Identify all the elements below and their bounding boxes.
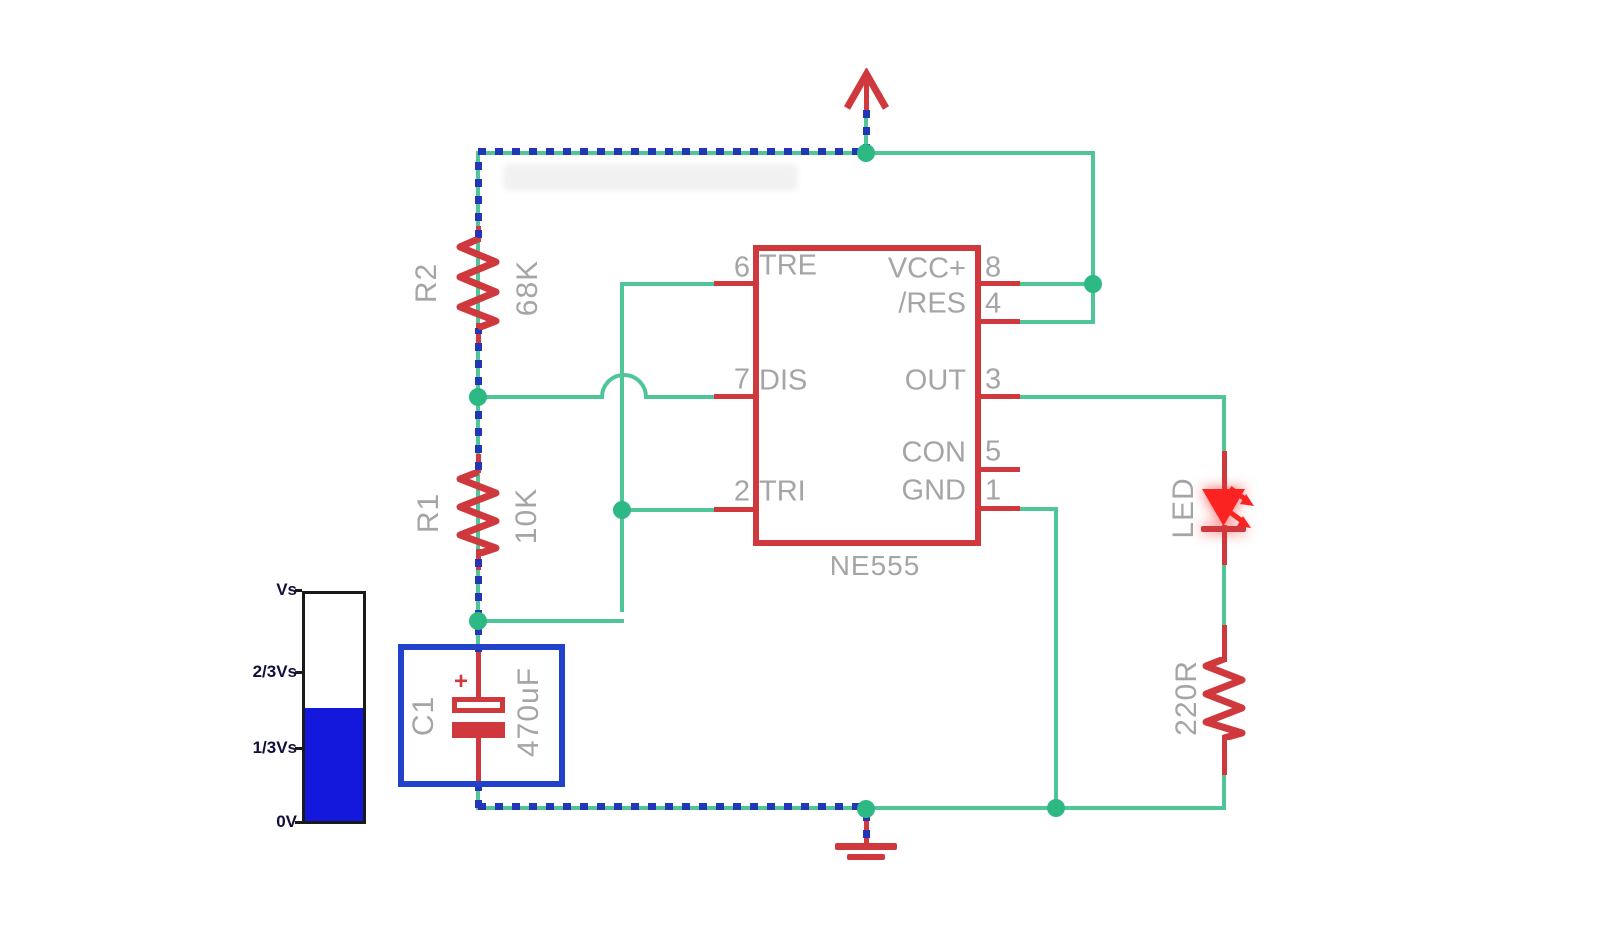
wire-bottom-rail-right[interactable] <box>866 806 1226 810</box>
pin-num-8: 8 <box>985 251 1002 284</box>
junction-dot-cap-node <box>469 612 487 630</box>
current-dashes-top-rail <box>478 148 866 155</box>
pin6-stub <box>714 281 755 286</box>
c1-plate-negative[interactable] <box>452 722 505 738</box>
pin-num-1: 1 <box>985 474 1002 507</box>
r1-ref-label: R1 <box>412 492 445 534</box>
junction-dot-vcc-res <box>1084 275 1102 293</box>
junction-dot-gnd-rail <box>1047 799 1065 817</box>
r2-ref-label: R2 <box>410 262 443 304</box>
resistor-r2-zigzag[interactable] <box>453 237 503 330</box>
pin2-stub <box>714 507 755 512</box>
wire-tri-pin2[interactable] <box>620 508 718 512</box>
led-label: LED <box>1167 477 1200 539</box>
c1-lead-bottom <box>476 735 481 782</box>
wire-cap-node[interactable] <box>476 619 624 623</box>
meter-tick-two-thirds <box>295 671 302 674</box>
power-arrow-icon[interactable] <box>843 68 890 112</box>
led-lead-top <box>1222 451 1227 491</box>
wire-led-top[interactable] <box>1222 395 1226 455</box>
pin5-stub <box>979 467 1020 472</box>
pin-num-2: 2 <box>733 475 750 508</box>
junction-dot-tri-node <box>613 501 631 519</box>
pin1-stub <box>979 506 1020 511</box>
junction-dot-dis-node <box>469 388 487 406</box>
current-dashes-c1-bottom <box>475 784 482 808</box>
pin-name-dis: DIS <box>759 364 808 397</box>
current-dashes-power <box>863 108 870 152</box>
pin-name-vcc: VCC+ <box>887 252 966 285</box>
c1-value-label: 470uF <box>512 666 545 758</box>
resistor-220r-zigzag[interactable] <box>1199 657 1249 740</box>
ic-ne555-body[interactable] <box>753 245 981 546</box>
pin4-stub <box>979 319 1020 324</box>
pin8-stub <box>979 281 1020 286</box>
rled-lead-top <box>1222 625 1227 662</box>
current-dashes-r1-c1 <box>475 556 482 652</box>
current-dashes-ground <box>863 808 870 838</box>
junction-dot-power <box>857 144 875 162</box>
pin-name-tri: TRI <box>759 475 806 508</box>
pin-name-res: /RES <box>898 287 966 320</box>
watermark-smudge <box>503 164 798 191</box>
wire-res-pin4[interactable] <box>1016 320 1093 324</box>
wire-hop-arc <box>600 373 648 398</box>
wire-vcc-pin8[interactable] <box>1016 282 1093 286</box>
led-light-rays-icon <box>1226 485 1254 528</box>
c1-ref-label: C1 <box>407 695 440 737</box>
wire-gnd-vertical[interactable] <box>1054 507 1058 810</box>
wire-top-rail-right[interactable] <box>866 151 1095 155</box>
wire-dis-left[interactable] <box>476 395 604 399</box>
ic-part-number: NE555 <box>829 550 921 581</box>
c1-selection-box[interactable] <box>398 644 565 787</box>
led-icon[interactable] <box>1200 486 1247 534</box>
meter-tick-vs <box>295 589 302 592</box>
c1-lead-top <box>476 652 481 699</box>
meter-label-0v: 0V <box>276 812 297 831</box>
c1-polarity-mark: + <box>453 668 469 695</box>
junction-dot-ground <box>857 800 875 818</box>
pin-num-4: 4 <box>985 287 1002 320</box>
meter-tick-one-third <box>295 747 302 750</box>
r2-value-label: 68K <box>511 259 544 317</box>
pin-name-con: CON <box>901 436 966 469</box>
pin-num-5: 5 <box>985 435 1002 468</box>
pin-name-out: OUT <box>904 364 966 397</box>
pin7-stub <box>714 394 755 399</box>
pin-name-tre: TRE <box>759 249 817 282</box>
meter-label-two-thirds: 2/3Vs <box>252 662 297 681</box>
pin-num-7: 7 <box>733 363 750 396</box>
pin-name-gnd: GND <box>901 474 966 507</box>
voltage-meter-bar <box>302 591 366 824</box>
rled-lead-bottom <box>1222 735 1227 775</box>
pin-num-6: 6 <box>733 251 750 284</box>
wire-out-pin3[interactable] <box>1016 395 1225 399</box>
wire-gnd-pin1[interactable] <box>1016 507 1058 511</box>
pin-num-3: 3 <box>985 363 1002 396</box>
wire-led-resistor[interactable] <box>1222 563 1226 627</box>
current-dashes-r2-top <box>475 153 482 238</box>
meter-fill <box>305 707 363 821</box>
wire-tre-tri-vertical[interactable] <box>620 282 624 612</box>
wire-resistor-bottom[interactable] <box>1222 773 1226 810</box>
ground-icon[interactable] <box>833 842 901 862</box>
wire-dis-right[interactable] <box>644 395 718 399</box>
c1-plate-positive[interactable] <box>452 697 505 713</box>
wire-vcc-res-vertical[interactable] <box>1091 151 1095 324</box>
power-lead <box>864 76 869 114</box>
resistor-r1-zigzag[interactable] <box>453 470 503 556</box>
wire-tre-pin6[interactable] <box>620 282 718 286</box>
led-lead-bottom <box>1222 525 1227 565</box>
meter-label-vs: Vs <box>276 580 297 599</box>
meter-tick-0v <box>295 821 302 824</box>
current-dashes-bottom-rail <box>478 803 866 810</box>
rled-value-label: 220R <box>1170 660 1203 736</box>
pin3-stub <box>979 394 1020 399</box>
meter-label-one-third: 1/3Vs <box>252 738 297 757</box>
r1-value-label: 10K <box>510 487 543 545</box>
